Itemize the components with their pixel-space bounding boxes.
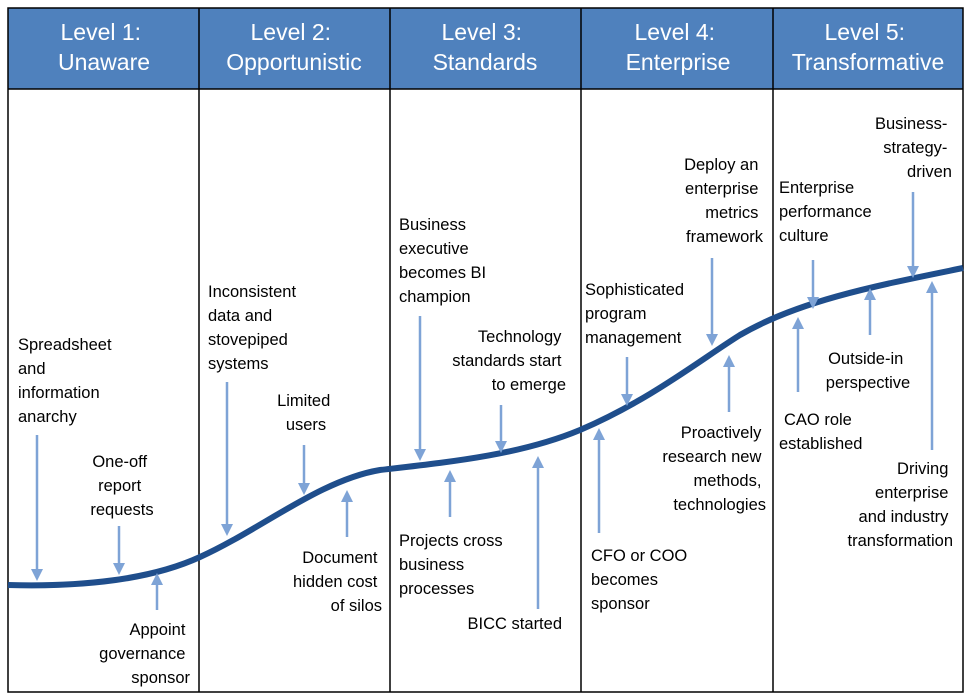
label-performance-culture: Enterprise performance culture <box>779 179 876 245</box>
label-tech-standards: Technology standards start to emerge <box>452 328 566 394</box>
level-2-header: Level 2: Opportunistic <box>226 19 362 75</box>
maturity-curve <box>7 265 964 589</box>
label-metrics-framework: Deploy an enterprise metrics framework <box>684 156 764 246</box>
level-3-header: Level 3: Standards <box>433 19 538 75</box>
label-strategy-driven: Business- strategy- driven <box>875 115 952 181</box>
level-4-header: Level 4: Enterprise <box>626 19 731 75</box>
label-appoint-sponsor: Appoint governance sponsor <box>99 621 190 687</box>
label-limited-users: Limited users <box>277 392 335 434</box>
label-one-off-reports: One-off report requests <box>90 453 153 519</box>
label-inconsistent-data: Inconsistent data and stovepiped systems <box>208 283 301 373</box>
label-driving-transformation: Driving enterprise and industry transfor… <box>848 460 953 550</box>
header-band <box>8 8 963 89</box>
label-projects-cross: Projects cross business processes <box>399 532 507 598</box>
level-5-header: Level 5: Transformative <box>792 19 945 75</box>
outer-border <box>7 7 964 693</box>
label-spreadsheet-anarchy: Spreadsheet and information anarchy <box>18 336 116 426</box>
label-research-methods: Proactively research new methods, techno… <box>662 424 766 514</box>
label-outside-in: Outside-in perspective <box>826 350 910 392</box>
level-1-header: Level 1: Unaware <box>58 19 150 75</box>
label-bi-champion: Business executive becomes BI champion <box>399 216 491 306</box>
label-cao-role: CAO role established <box>779 411 862 453</box>
label-cfo-coo: CFO or COO becomes sponsor <box>591 547 692 613</box>
label-document-silos: Document hidden cost of silos <box>293 549 382 615</box>
label-bicc-started: BICC started <box>468 615 562 633</box>
label-program-mgmt: Sophisticated program management <box>585 281 689 347</box>
